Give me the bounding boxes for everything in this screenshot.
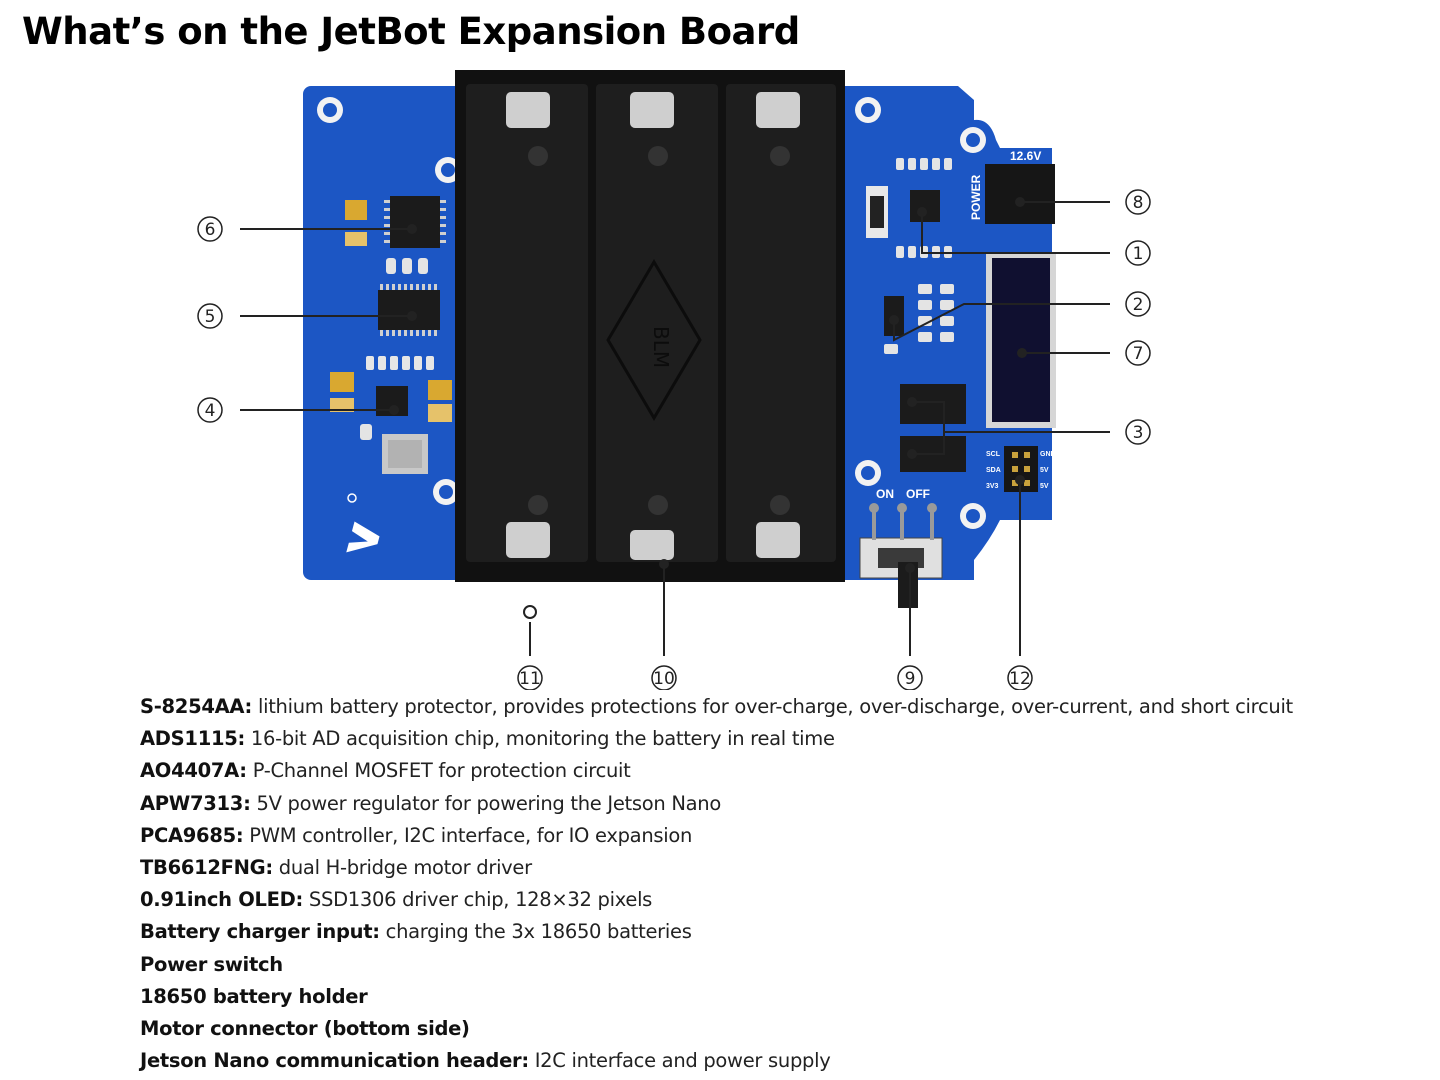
- svg-text:3V3: 3V3: [986, 483, 999, 490]
- callout-11: 11: [517, 665, 543, 690]
- svg-text:5: 5: [205, 307, 216, 327]
- svg-text:10: 10: [653, 669, 675, 689]
- svg-text:7: 7: [1133, 344, 1144, 364]
- svg-text:2: 2: [1133, 295, 1144, 315]
- description-text: P-Channel MOSFET for protection circuit: [246, 759, 631, 783]
- callout-3: 3: [1125, 419, 1151, 445]
- svg-text:ON: ON: [876, 487, 894, 501]
- svg-text:OFF: OFF: [906, 487, 930, 501]
- description-6: TB6612FNG: dual H-bridge motor driver: [140, 853, 1293, 885]
- description-5: PCA9685: PWM controller, I2C interface, …: [140, 821, 1293, 853]
- description-text: PWM controller, I2C interface, for IO ex…: [243, 823, 693, 847]
- description-text: SSD1306 driver chip, 128×32 pixels: [303, 888, 653, 912]
- callout-10: 10: [651, 665, 677, 690]
- description-3: AO4407A: P-Channel MOSFET for protection…: [140, 756, 1293, 788]
- description-term: ADS1115:: [140, 727, 245, 751]
- description-term: Power switch: [140, 952, 283, 976]
- svg-text:POWER: POWER: [969, 174, 983, 220]
- callout-7: 7: [1125, 340, 1151, 366]
- svg-text:BLM: BLM: [649, 326, 673, 368]
- svg-text:6: 6: [205, 220, 216, 240]
- description-9: Power switch: [140, 950, 1293, 982]
- description-7: 0.91inch OLED: SSD1306 driver chip, 128×…: [140, 885, 1293, 917]
- description-text: charging the 3x 18650 batteries: [379, 920, 692, 944]
- svg-text:11: 11: [519, 669, 541, 689]
- description-text: lithium battery protector, provides prot…: [252, 695, 1293, 718]
- leader-lines: [240, 197, 1110, 656]
- description-term: TB6612FNG:: [140, 855, 273, 879]
- description-term: 0.91inch OLED:: [140, 888, 304, 912]
- callout-6: 6: [197, 216, 223, 242]
- svg-text:8: 8: [1133, 193, 1144, 213]
- description-term: 18650 battery holder: [140, 984, 368, 1008]
- description-10: 18650 battery holder: [140, 982, 1293, 1014]
- callout-4: 4: [197, 397, 223, 423]
- callout-9: 9: [897, 665, 923, 690]
- svg-text:4: 4: [205, 401, 216, 421]
- description-term: S-8254AA:: [140, 695, 253, 718]
- callout-markers: 1 2 3 4 5 6 7 8 9 10 11 12: [197, 189, 1151, 690]
- callout-12: 12: [1007, 665, 1033, 690]
- description-term: Motor connector (bottom side): [140, 1016, 470, 1040]
- svg-text:GND: GND: [1040, 451, 1056, 458]
- description-text: 5V power regulator for powering the Jets…: [250, 791, 721, 815]
- description-text: dual H-bridge motor driver: [272, 855, 532, 879]
- description-11: Motor connector (bottom side): [140, 1014, 1293, 1046]
- svg-text:5V: 5V: [1040, 483, 1049, 490]
- description-term: APW7313:: [140, 791, 251, 815]
- description-2: ADS1115: 16-bit AD acquisition chip, mon…: [140, 724, 1293, 756]
- svg-text:12: 12: [1009, 669, 1031, 689]
- svg-text:5V: 5V: [1040, 467, 1049, 474]
- battery-holder: BLM: [455, 70, 845, 582]
- svg-text:3: 3: [1133, 423, 1144, 443]
- pcb-left: [303, 86, 463, 580]
- component-descriptions: S-8254AA: lithium battery protector, pro…: [140, 692, 1293, 1078]
- waveshare-logo: [346, 493, 380, 553]
- page-title: What’s on the JetBot Expansion Board: [22, 10, 800, 53]
- svg-text:12.6V: 12.6V: [1010, 149, 1041, 163]
- svg-text:SCL: SCL: [986, 451, 1001, 458]
- description-8: Battery charger input: charging the 3x 1…: [140, 917, 1293, 949]
- board-diagram: 12.6V POWER SCL SDA 3V3 GND 5V 5V ON OFF: [197, 70, 1151, 690]
- callout-8: 8: [1125, 189, 1151, 215]
- callout-5: 5: [197, 303, 223, 329]
- description-12: Jetson Nano communication header: I2C in…: [140, 1046, 1293, 1078]
- description-term: PCA9685:: [140, 823, 244, 847]
- svg-text:SDA: SDA: [986, 467, 1001, 474]
- callout-2: 2: [1125, 291, 1151, 317]
- description-term: Jetson Nano communication header:: [140, 1049, 529, 1073]
- description-term: AO4407A:: [140, 759, 247, 783]
- description-1: S-8254AA: lithium battery protector, pro…: [140, 692, 1293, 724]
- svg-text:9: 9: [905, 669, 916, 689]
- svg-text:1: 1: [1133, 244, 1144, 264]
- callout-1: 1: [1125, 240, 1151, 266]
- description-term: Battery charger input:: [140, 920, 380, 944]
- description-text: 16-bit AD acquisition chip, monitoring t…: [245, 727, 835, 751]
- description-text: I2C interface and power supply: [528, 1049, 831, 1073]
- description-4: APW7313: 5V power regulator for powering…: [140, 789, 1293, 821]
- pcb-right: 12.6V POWER SCL SDA 3V3 GND 5V 5V ON OFF: [838, 86, 1056, 608]
